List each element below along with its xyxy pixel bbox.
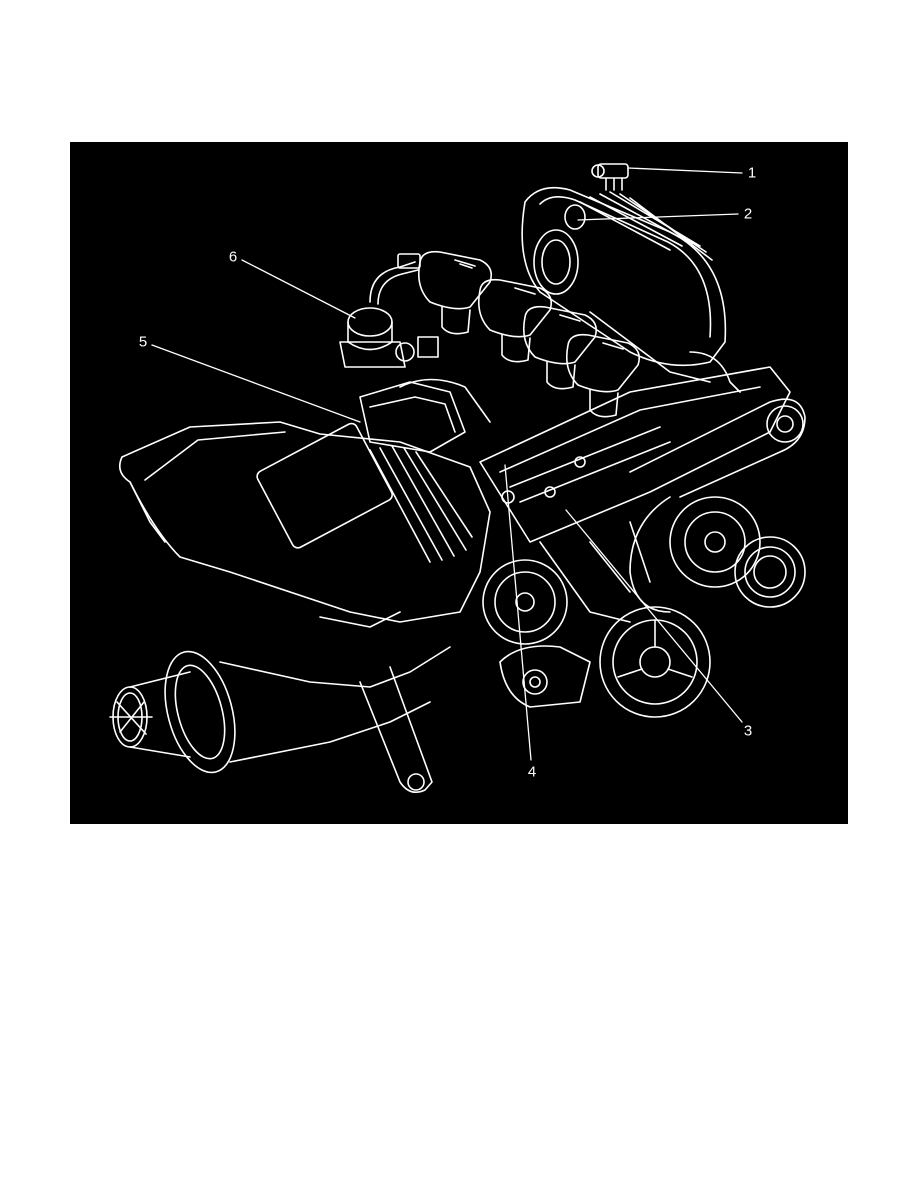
leader-line-2 xyxy=(577,213,739,221)
accessory-belt-drive xyxy=(482,398,806,718)
engine-diagram: 1 2 3 4 5 6 xyxy=(70,142,848,824)
throttle-body xyxy=(359,378,491,453)
callout-label-6: 6 xyxy=(228,248,238,266)
support-bracket xyxy=(359,666,433,793)
leader-line-1 xyxy=(627,167,743,174)
callout-label-4: 4 xyxy=(527,763,537,781)
leader-line-5 xyxy=(151,344,361,423)
engine-line-art xyxy=(109,163,806,793)
callout-leader-lines xyxy=(151,167,743,761)
ignition-coils xyxy=(417,250,641,418)
leader-line-4 xyxy=(504,464,532,761)
sensor-connector xyxy=(591,163,629,191)
callout-label-1: 1 xyxy=(747,164,757,182)
engine-front-cover xyxy=(479,366,791,623)
callout-label-2: 2 xyxy=(743,205,753,223)
intake-duct xyxy=(109,646,451,774)
leader-line-3 xyxy=(565,509,743,723)
egr-valve xyxy=(339,253,439,368)
air-cleaner-housing xyxy=(119,421,491,628)
callout-label-5: 5 xyxy=(138,333,148,351)
callout-label-3: 3 xyxy=(743,722,753,740)
leader-line-6 xyxy=(241,259,356,319)
intake-manifold xyxy=(521,186,741,393)
